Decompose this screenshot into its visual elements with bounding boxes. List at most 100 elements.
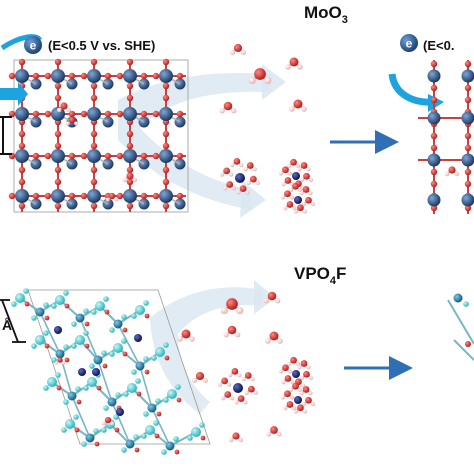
oxygen-atom [122, 327, 128, 333]
molybdenum-atom [51, 107, 65, 121]
molybdenum-atom [123, 69, 137, 83]
oxygen-atom [104, 152, 112, 160]
hydrogen-atom [236, 306, 244, 315]
hydrogen-atom [293, 409, 299, 414]
oxygen-atom [430, 60, 438, 68]
fluorine-atom [187, 435, 193, 441]
oxygen-atom [102, 363, 108, 369]
molybdenum-atom [51, 69, 65, 83]
hydrogen-atom [286, 361, 292, 367]
hydrogen-atom [243, 400, 248, 405]
hydrogen-atom [293, 209, 299, 214]
bond [139, 365, 153, 409]
oxygen-atom [226, 298, 238, 310]
hydrogen-atom [244, 390, 249, 395]
fluorine-atom [143, 411, 149, 417]
oxygen-atom [18, 58, 26, 66]
fluorine-atom [63, 344, 69, 350]
oxygen-atom [284, 390, 291, 398]
vanadium-atom [75, 313, 85, 323]
hydrogen-atom [292, 406, 297, 411]
oxygen-atom [430, 168, 438, 176]
fluorine-atom [23, 288, 29, 294]
hydrogen-atom [230, 396, 235, 401]
oxygen-atom [90, 130, 98, 138]
oxygen-atom [200, 435, 206, 441]
oxygen-atom [68, 192, 76, 200]
hydrogen-atom [237, 372, 242, 378]
hydrogen-atom [266, 431, 272, 437]
molybdenum-atom [461, 111, 474, 125]
oxygen-atom [54, 142, 62, 150]
oxygen-atom [464, 96, 472, 104]
phosphate-atom [15, 293, 25, 303]
hydrogen-atom [308, 391, 313, 396]
fluorine-atom [143, 356, 149, 362]
oxygen-atom [44, 343, 50, 349]
oxygen-atom [126, 178, 134, 186]
molybdenum-atom [461, 69, 474, 83]
hydrogen-atom [285, 64, 291, 70]
cation-atom [78, 368, 86, 376]
fluorine-atom [43, 302, 49, 308]
hydrogen-atom [297, 187, 303, 193]
oxygen-atom [90, 94, 98, 102]
hydrogen-atom [276, 431, 282, 437]
hydrogen-atom [228, 437, 234, 443]
oxygen-atom [464, 60, 472, 68]
bond [447, 299, 474, 345]
oxygen-atom [68, 110, 76, 118]
hydrogen-atom [177, 336, 183, 342]
hydrogen-atom [252, 167, 257, 172]
fluorine-atom [11, 301, 17, 307]
oxygen-atom [90, 178, 98, 186]
phosphate-atom [113, 343, 123, 353]
oxygen-atom [284, 177, 292, 184]
oxygen-atom [140, 152, 148, 160]
molybdenum-atom [159, 149, 173, 163]
fluorine-atom [109, 327, 115, 333]
oxygen-atom [249, 175, 257, 183]
fluorine-atom [31, 343, 37, 349]
hydrogen-atom [275, 298, 281, 304]
oxygen-atom [176, 192, 184, 200]
oxygen-atom [303, 370, 310, 378]
oxygen-atom [464, 204, 472, 212]
hydrogen-atom [219, 108, 225, 114]
phosphate-atom [167, 389, 177, 399]
molybdenum-atom [15, 107, 29, 121]
unit-cell-box-bottom [27, 289, 211, 445]
oxygen-atom [254, 68, 266, 80]
molybdenum-atom [51, 189, 65, 203]
oxygen-atom [104, 416, 112, 424]
oxygen-atom [54, 130, 62, 138]
oxygen-atom [144, 369, 150, 375]
oxygen-atom [303, 172, 310, 180]
oxygen-atom [60, 102, 68, 110]
oxygen-atom [292, 382, 299, 390]
oxygen-atom [162, 94, 170, 102]
oxygen-atom [90, 202, 98, 210]
oxygen-atom [90, 82, 98, 90]
bond [111, 401, 131, 445]
oxygen-atom [144, 313, 150, 319]
hydrogen-atom [301, 106, 307, 112]
bond [117, 323, 141, 367]
vanadium-atom [67, 391, 77, 401]
hydrogen-atom [297, 167, 302, 172]
fluorine-atom [155, 398, 161, 404]
oxygen-atom [8, 110, 16, 118]
oxygen-atom [44, 192, 52, 200]
hydrogen-atom [454, 171, 460, 177]
hydrogen-atom [283, 206, 288, 211]
hydrogen-atom [66, 107, 72, 113]
fluorine-atom [121, 447, 127, 453]
oxygen-atom [162, 202, 170, 210]
molybdenum-atom [427, 193, 441, 207]
hydrogen-atom [255, 180, 260, 185]
hydrogen-atom [240, 49, 246, 56]
molybdenum-atom [87, 107, 101, 121]
oxygen-atom [162, 130, 170, 138]
molybdenum-atom [159, 107, 173, 121]
